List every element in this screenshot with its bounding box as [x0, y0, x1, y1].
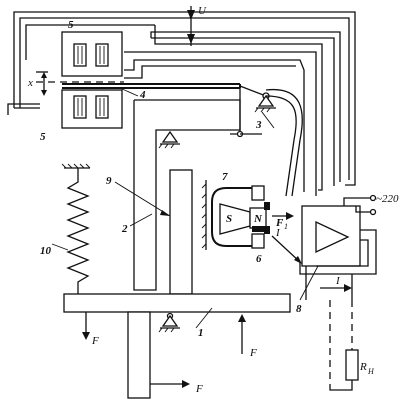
- armature-leader: [119, 87, 139, 97]
- label-f-right: F: [249, 347, 257, 359]
- lever: [230, 85, 303, 197]
- label-i-top: I: [275, 227, 281, 239]
- beam-leader: [195, 307, 213, 329]
- label-f1: F: [275, 217, 284, 229]
- label-x: x: [27, 77, 33, 89]
- label-f-bottom: F: [195, 383, 203, 395]
- load-resistor: [329, 300, 359, 391]
- current-line: [271, 235, 301, 263]
- label-220: ~220: [376, 193, 399, 205]
- moving-coil-top: [264, 202, 270, 210]
- force-arrows: [82, 312, 246, 388]
- label-s: S: [226, 213, 232, 225]
- label-i-bottom: I: [335, 275, 341, 287]
- lever-leader: [261, 111, 275, 129]
- arm-leader: [114, 181, 171, 217]
- label-4: 4: [139, 89, 146, 101]
- upper-coil: [61, 31, 123, 77]
- label-6: 6: [256, 253, 262, 265]
- rod-leader: [129, 213, 153, 227]
- beam: [63, 293, 291, 399]
- label-1: 1: [198, 327, 204, 339]
- spring-leader: [51, 243, 69, 251]
- arm-arrowhead: [160, 210, 170, 216]
- label-f-left: F: [91, 335, 99, 347]
- label-2: 2: [121, 223, 128, 235]
- spring: [61, 163, 91, 294]
- label-3: 3: [255, 119, 262, 131]
- label-r: R: [359, 361, 367, 373]
- wiring-harness: [7, 6, 356, 196]
- moving-coil-bottom: [264, 226, 270, 234]
- label-8: 8: [296, 303, 302, 315]
- label-coil-5-bottom: 5: [40, 131, 46, 143]
- label-coil-5: 5: [68, 19, 74, 31]
- label-10: 10: [40, 245, 52, 257]
- label-u: U: [198, 5, 207, 17]
- label-9: 9: [106, 175, 112, 187]
- permanent-magnet: [201, 180, 267, 250]
- amplifier: [299, 194, 377, 301]
- label-n: N: [253, 213, 263, 225]
- label-f1-sub: 1: [284, 222, 288, 231]
- label-7: 7: [222, 171, 228, 183]
- arm-bracket: [133, 99, 241, 291]
- vertical-rod: [169, 169, 193, 295]
- label-r-sub: H: [367, 367, 375, 376]
- armature: [62, 83, 241, 89]
- gap-marker: [36, 71, 48, 96]
- lower-coil: [61, 89, 123, 129]
- hall-element: [252, 226, 264, 232]
- force-output-arrowhead: [286, 212, 294, 220]
